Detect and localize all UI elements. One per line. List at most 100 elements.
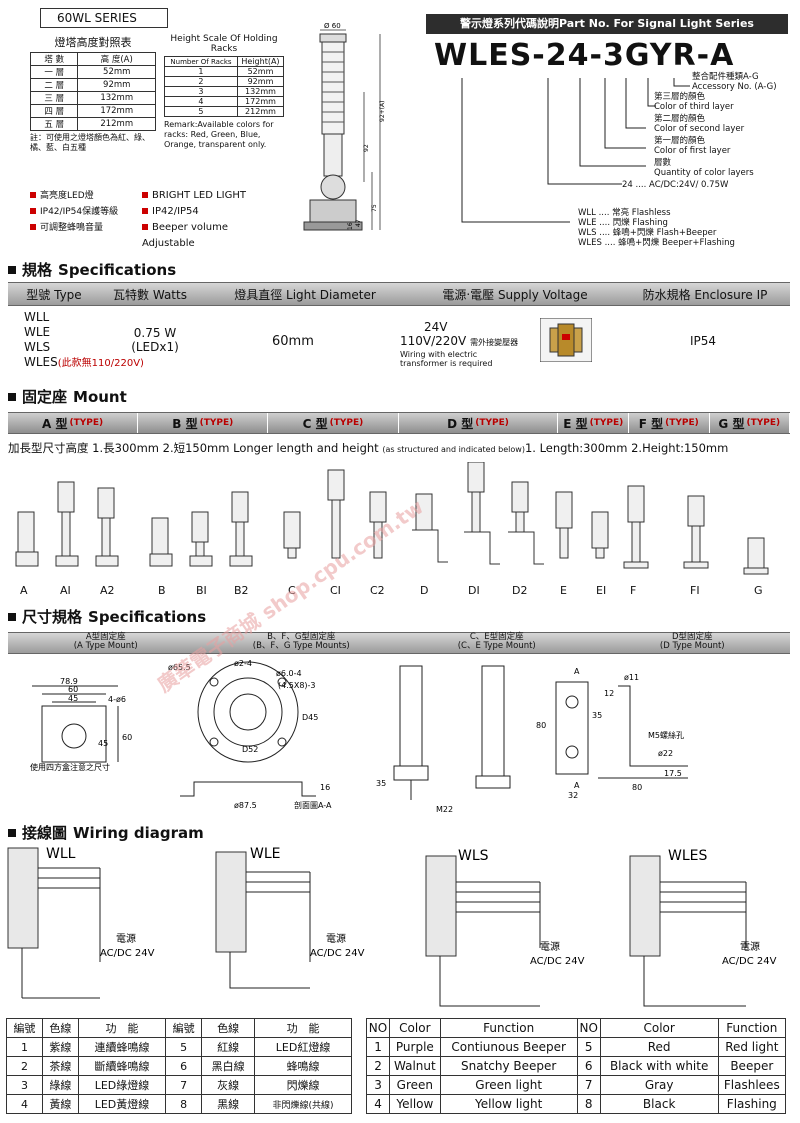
cell: 一 層 [29,65,79,79]
header-cell: 編號 [165,1018,203,1038]
spec-header-diameter: 燈具直徑 Light Diameter [234,287,376,302]
dim-label: ø11 [624,673,639,682]
dims-header-bfg: B、F、G型固定座(B、F、G Type Mounts) [252,632,350,651]
feature-item: BRIGHT LED LIGHT [142,188,272,204]
spec-header-voltage: 電源‧電壓 Supply Voltage [442,287,588,302]
dim-label: A [574,781,580,790]
wiring-title-wles: WLES [668,848,707,864]
height-table-en: Height Scale Of Holding Racks Number Of … [164,34,285,150]
partno-voltage: 24 .... AC/DC:24V/ 0.75W [622,180,729,190]
mount-label: F [630,584,637,597]
header-cell: Height(A) [236,56,285,67]
cell: 212mm [236,106,285,117]
cell: 172mm [77,104,156,118]
tower-drawing: Ø 60 92+(A) 92 75 47 16 [303,22,386,231]
dim-label: ø6.0-4 [276,669,302,678]
cell: 52mm [77,65,156,79]
power-label: 電源 [116,932,136,945]
partno-type: WLL .... 常亮 Flashless [578,208,671,218]
feature-item: IP42/IP54 [142,204,272,220]
dim-label: M22 [436,805,453,814]
power-label: AC/DC 24V [722,956,777,967]
spec-types: WLL WLE WLS WLES(此款無110/220V) [24,310,144,371]
dim-label: 12 [604,689,614,698]
feature-item: Beeper volume Adjustable [142,222,229,249]
partno-type: WLS .... 蜂鳴+閃爍 Flash+Beeper [578,228,717,238]
header-cell: Color [599,1018,719,1038]
height-table-en-remark: Remark:Available colors for racks: Red, … [164,120,274,149]
dim-label: 32 [568,791,578,800]
spec-diameter: 60mm [272,334,314,349]
feature-item: 高亮度LED燈 [30,188,118,204]
dim-label: 80 [536,721,546,730]
wiring-title-wll: WLL [46,846,76,862]
dims-header-d: D型固定座(D Type Mount) [659,632,725,651]
mount-label: DI [468,584,480,597]
mount-label: E [560,584,567,597]
wiring-title-wle: WLE [250,846,281,862]
dims-header-a: A型固定座(A Type Mount) [73,632,138,651]
cell: 4 [164,96,238,107]
dim-label: D45 [302,713,318,722]
dim-label: ø22 [658,749,673,758]
height-table-cn-note: 註：可使用之燈塔顏色為紅、綠、橘、藍、白五種 [30,133,150,152]
mount-type-f: F 型(TYPE) [629,413,710,433]
spec-type: WLS [24,340,51,354]
transformer-image [540,318,592,362]
spec-type: WLES(此款無110/220V) [24,355,144,369]
cell: 172mm [236,96,285,107]
features-en: BRIGHT LED LIGHT IP42/IP54 Beeper volume… [142,188,272,252]
cell: 132mm [236,86,285,97]
power-label: AC/DC 24V [530,956,585,967]
dim-label: M5螺絲孔 [648,730,684,740]
header-cell: Function [717,1018,787,1038]
partno-header: 警示燈系列代碼說明Part No. For Signal Light Serie… [426,14,788,34]
cell: 5 [164,106,238,117]
feature-item: 可調整蜂鳴音量 [30,220,118,236]
mount-label: B [158,584,166,597]
mount-label: G [754,584,763,597]
spec-watts: 0.75 W(LEDx1) [131,326,179,354]
feature-item: IP42/IP54保護等級 [30,204,118,220]
cell: 四 層 [29,104,79,118]
h5-label: 16 [347,222,354,230]
power-label: AC/DC 24V [100,948,155,959]
mount-label: FI [690,584,700,597]
mount-drawings [15,462,769,575]
mount-label: BI [196,584,207,597]
dim-label: D52 [242,745,258,754]
header-cell: 編號 [6,1018,43,1038]
mount-type-b: B 型(TYPE) [138,413,269,433]
mount-length-note: 加長型尺寸高度 1.長300mm 2.短150mm Longer length … [8,441,729,455]
spec-header-type: 型號 Type [26,287,82,302]
partno-leader-lines [461,78,690,223]
mount-labels: A AI A2 B BI B2 C CI C2 D DI D2 E EI F F… [8,584,790,598]
mount-type-row: A 型(TYPE) B 型(TYPE) C 型(TYPE) D 型(TYPE) … [8,412,790,434]
dims-drawings: 78.9 60 45 4-ø6 45 60 使用四方盒注意之尺寸 ø65.5 ø… [30,659,688,814]
cell: 1 [164,66,238,77]
spec-voltage: 24V 110V/220V 需外接變壓器 Wiring with electri… [400,320,519,368]
dim-label: 17.5 [664,769,682,778]
series-title: 60WL SERIES [40,8,168,28]
spec-type: WLE [24,325,51,339]
h1-label: 92+(A) [379,101,386,122]
cell: 五 層 [29,117,79,131]
mount-type-g: G 型(TYPE) [710,413,790,433]
cell: 2 [164,76,238,87]
mount-type-a: A 型(TYPE) [8,413,139,433]
dim-label: A [574,667,580,676]
mount-label: A [20,584,28,597]
h4-label: 47 [355,219,362,227]
header-cell: Number Of Racks [164,56,238,67]
mount-label: D [420,584,429,597]
partno-type: WLE .... 閃爍 Flashing [578,218,668,228]
